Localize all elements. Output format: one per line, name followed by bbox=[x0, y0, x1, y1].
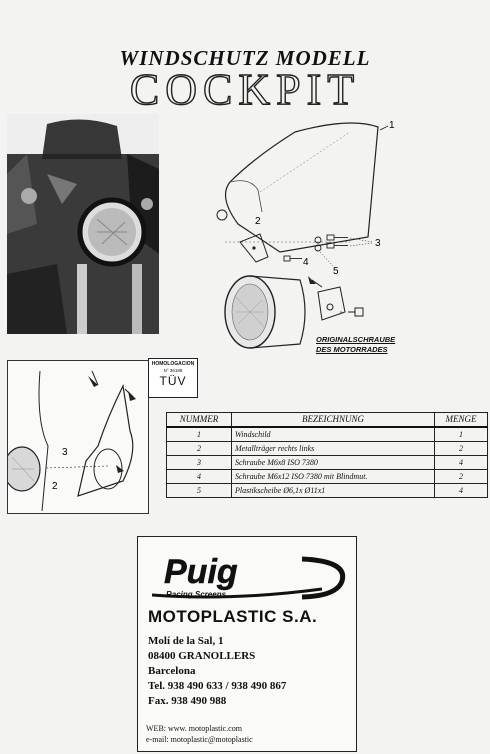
callout-4: 4 bbox=[303, 257, 309, 268]
homologation-stamp: HOMOLOGACION N° 36188 TÜV bbox=[148, 358, 198, 398]
row-description: Schraube M6x12 ISO 7380 mit Blindmut. bbox=[231, 469, 435, 484]
row-number: 2 bbox=[166, 441, 232, 456]
row-description: Plastikscheibe Ø6,1x Ø11x1 bbox=[231, 483, 435, 498]
row-quantity: 1 bbox=[434, 426, 488, 442]
model-name: COCKPIT bbox=[129, 64, 361, 114]
row-description: Metallträger rechts links bbox=[231, 441, 435, 456]
col-description: BEZEICHNUNG bbox=[231, 412, 435, 428]
side-view-diagram: 3 2 bbox=[3, 360, 149, 514]
row-quantity: 2 bbox=[434, 469, 488, 484]
motorcycle-photo bbox=[7, 114, 159, 334]
address-street: Molí de la Sal, 1 bbox=[148, 635, 224, 647]
website: WEB: www. motoplastic.com bbox=[146, 724, 242, 733]
side-callout-2: 2 bbox=[52, 481, 58, 492]
callout-5: 5 bbox=[333, 266, 339, 277]
col-number: NUMMER bbox=[166, 412, 232, 428]
row-number: 5 bbox=[166, 483, 232, 498]
parts-table-header: NUMMER BEZEICHNUNG MENGE bbox=[166, 412, 488, 428]
original-screw-label: ORIGINALSCHRAUBE DES MOTORRADES bbox=[316, 335, 395, 355]
row-number: 1 bbox=[166, 426, 232, 442]
col-quantity: MENGE bbox=[434, 412, 488, 428]
row-number: 4 bbox=[166, 469, 232, 484]
motorcycle-illustration bbox=[7, 114, 159, 334]
side-callout-3: 3 bbox=[62, 447, 68, 458]
address-region: Barcelona bbox=[148, 665, 196, 677]
email: e-mail: motoplastic@motoplastic bbox=[146, 735, 253, 744]
homologation-number: N° 36188 bbox=[163, 368, 183, 373]
original-screw-line1: ORIGINALSCHRAUBE bbox=[316, 335, 396, 344]
row-quantity: 2 bbox=[434, 441, 488, 456]
brand-tagline: Racing Screens bbox=[166, 590, 227, 599]
puig-logo: Puig Racing Screens bbox=[152, 553, 346, 600]
table-row: 5 Plastikscheibe Ø6,1x Ø11x1 4 bbox=[166, 483, 488, 498]
windshield-outline bbox=[224, 122, 379, 253]
callout-2: 2 bbox=[255, 216, 261, 227]
company-card: Puig Racing Screens MOTOPLASTIC S.A. Mol… bbox=[137, 536, 357, 752]
exploded-diagram: 1 2 3 4 5 bbox=[216, 120, 395, 349]
document-title: WINDSCHUTZ MODELL bbox=[119, 46, 371, 70]
row-description: Schraube M6x8 ISO 7380 bbox=[231, 455, 435, 470]
address-city: 08400 GRANOLLERS bbox=[148, 650, 256, 662]
company-name: MOTOPLASTIC S.A. bbox=[148, 607, 318, 626]
original-screw-line2: DES MOTORRADES bbox=[316, 345, 388, 354]
side-view-illustration: 3 2 bbox=[3, 370, 136, 512]
tuv-mark: TÜV bbox=[159, 374, 187, 388]
homologation-label: HOMOLOGACION bbox=[151, 361, 195, 367]
table-row: 2 Metallträger rechts links 2 bbox=[166, 441, 488, 456]
row-number: 3 bbox=[166, 455, 232, 470]
callout-3: 3 bbox=[375, 238, 381, 249]
table-row: 1 Windschild 1 bbox=[166, 426, 488, 442]
row-description: Windschild bbox=[231, 426, 435, 442]
row-quantity: 4 bbox=[434, 455, 488, 470]
table-row: 3 Schraube M6x8 ISO 7380 4 bbox=[166, 455, 488, 470]
fax-number: Fax. 938 490 988 bbox=[148, 695, 227, 707]
callout-1: 1 bbox=[389, 120, 395, 131]
table-row: 4 Schraube M6x12 ISO 7380 mit Blindmut. … bbox=[166, 469, 488, 484]
row-quantity: 4 bbox=[434, 483, 488, 498]
parts-table: NUMMER BEZEICHNUNG MENGE 1 Windschild 1 … bbox=[166, 412, 488, 498]
phone-number: Tel. 938 490 633 / 938 490 867 bbox=[148, 680, 287, 692]
brand-wordmark: Puig bbox=[164, 553, 238, 591]
